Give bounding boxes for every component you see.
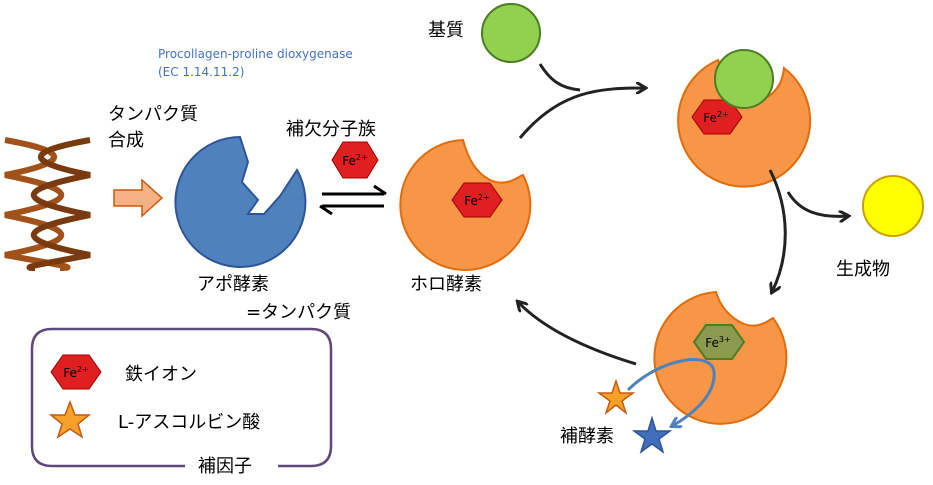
free-fe2-ion: Fe2+ [331, 141, 379, 179]
apoenzyme-label: アポ酵素 [197, 274, 269, 295]
legend-ascorbate-label: L-アスコルビン酸 [118, 412, 260, 433]
enzyme-name: Procollagen-proline dioxygenase [158, 47, 353, 61]
svg-text:Fe2+: Fe2+ [342, 153, 367, 168]
fe3-ion: Fe3+ [692, 324, 746, 360]
protein-synthesis-label-2: 合成 [108, 130, 144, 151]
cofactor-group-label: 補欠分子族 [286, 119, 376, 140]
product-circle [862, 175, 924, 237]
holoenzyme-fe2: Fe2+ [451, 182, 503, 218]
synthesis-arrow [113, 178, 164, 218]
arrow-complex-to-fe3 [768, 169, 787, 292]
arrow-substrate-in [538, 63, 581, 92]
coenzyme-blue-arrow [626, 358, 716, 426]
legend-iron-icon: Fe2+ [50, 354, 102, 390]
ascorbate-star-blue [631, 415, 673, 454]
svg-text:Fe3+: Fe3+ [705, 335, 730, 350]
product-label: 生成物 [836, 259, 890, 280]
legend-title: 補因子 [198, 456, 252, 477]
substrate-label: 基質 [428, 20, 464, 41]
legend-ascorbate-icon [48, 399, 92, 439]
complex-substrate-circle [714, 49, 774, 109]
arrow-to-product [786, 191, 848, 216]
arrow-holo-to-complex [518, 88, 645, 139]
apoenzyme-shape [174, 135, 307, 268]
equilibrium-arrows [319, 184, 387, 216]
legend-iron-label: 鉄イオン [125, 364, 197, 385]
protein-synthesis-label-1: タンパク質 [108, 104, 198, 125]
complex-fe2: Fe2+ [691, 99, 743, 135]
legend-box: Fe2+ 鉄イオン L-アスコルビン酸 補因子 [30, 327, 333, 477]
substrate-circle [481, 3, 541, 63]
arrow-fe3-to-holo [518, 302, 637, 366]
apoenzyme-eq-label: =タンパク質 [246, 302, 351, 323]
svg-text:Fe2+: Fe2+ [63, 365, 88, 380]
svg-text:Fe2+: Fe2+ [464, 193, 489, 208]
ascorbate-star-orange [596, 378, 636, 416]
coenzyme-label: 補酵素 [560, 426, 614, 447]
svg-text:Fe2+: Fe2+ [703, 110, 728, 125]
enzyme-ec: (EC 1.14.11.2) [158, 65, 244, 79]
holoenzyme-label: ホロ酵素 [410, 274, 482, 295]
protein-helix [4, 137, 91, 271]
